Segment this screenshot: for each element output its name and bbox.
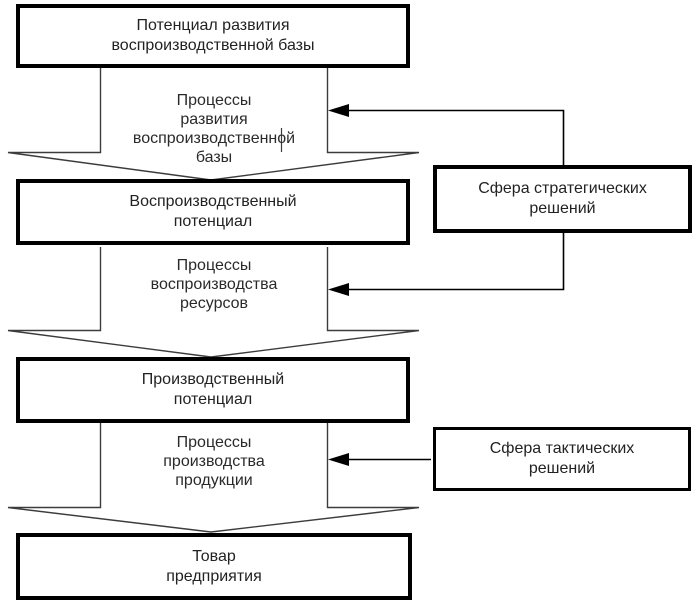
box-development-potential-label: Потенциал развития воспроизводственной б…: [111, 17, 315, 54]
box-reproduction-potential: Воспроизводственный потенциал: [16, 179, 410, 245]
process-label-development: Процессы развития воспроизводственной ба…: [132, 92, 296, 166]
box-production-potential: Производственный потенциал: [16, 357, 410, 423]
box-development-potential: Потенциал развития воспроизводственной б…: [16, 4, 410, 68]
box-tactical-decisions: Сфера тактических решений: [433, 427, 691, 491]
arrowhead-icon: [328, 104, 349, 117]
funnel-3-left-outline: [7, 423, 212, 533]
process-label-reproduction: Процессы воспроизводства ресурсов: [150, 257, 278, 312]
arrowhead-icon: [328, 283, 349, 296]
funnel-1-left-outline: [7, 68, 212, 181]
funnel-2-left-outline: [7, 247, 212, 358]
process-label-production: Процессы производства продукции: [163, 434, 265, 489]
arrowhead-icon: [328, 453, 349, 466]
box-enterprise-product-label: Товар предприятия: [166, 547, 262, 585]
box-production-potential-label: Производственный потенциал: [141, 371, 285, 408]
box-strategic-decisions: Сфера стратегических решений: [433, 165, 692, 233]
funnel-1-right-outline: [210, 68, 420, 181]
arrow-strategic-to-funnel-1: [336, 109, 565, 165]
box-reproduction-potential-label: Воспроизводственный потенциал: [129, 193, 297, 230]
box-strategic-decisions-label: Сфера стратегических решений: [478, 180, 647, 217]
funnel-3-right-outline: [210, 423, 420, 533]
box-tactical-decisions-label: Сфера тактических решений: [489, 440, 635, 477]
funnel-2-right-outline: [210, 247, 420, 358]
box-enterprise-product: Товар предприятия: [16, 533, 412, 600]
arrow-strategic-to-funnel-2: [336, 233, 565, 291]
